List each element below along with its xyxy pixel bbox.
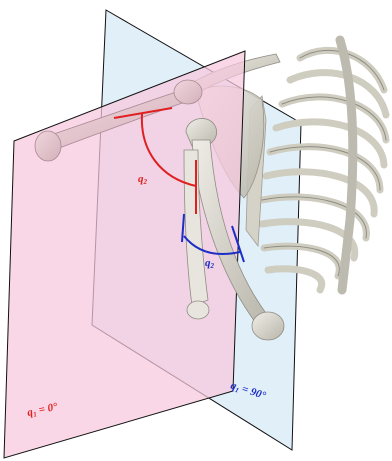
elbow [252, 312, 284, 340]
abducted-elbow [35, 131, 61, 161]
abducted-humeral-head [174, 80, 202, 104]
forearm-end [187, 301, 209, 319]
